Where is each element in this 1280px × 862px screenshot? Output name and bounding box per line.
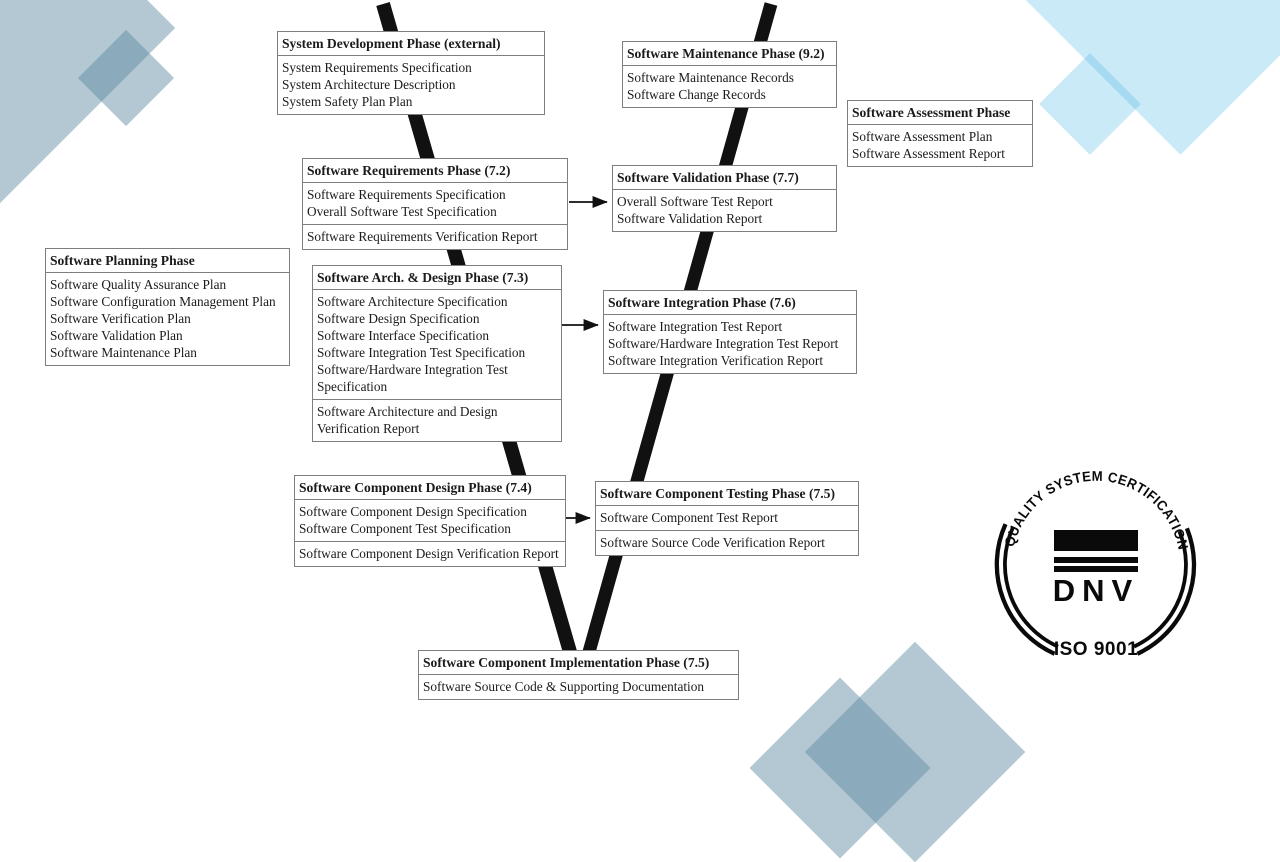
deliverable-item: System Safety Plan Plan	[282, 94, 413, 109]
phase-box-software-maintenance: Software Maintenance Phase (9.2) Softwar…	[622, 41, 837, 108]
phase-box-title: Software Planning Phase	[46, 249, 289, 273]
phase-box-title: Software Component Implementation Phase …	[419, 651, 738, 675]
phase-box-software-validation: Software Validation Phase (7.7) Overall …	[612, 165, 837, 232]
phase-box-title: Software Arch. & Design Phase (7.3)	[313, 266, 561, 290]
phase-box-title: Software Validation Phase (7.7)	[613, 166, 836, 190]
phase-box-section: Software Component Design Specification …	[295, 500, 565, 541]
phase-box-software-component-implementation: Software Component Implementation Phase …	[418, 650, 739, 700]
phase-box-software-component-design: Software Component Design Phase (7.4) So…	[294, 475, 566, 567]
deliverable-item: Software Source Code & Supporting Docume…	[423, 679, 705, 694]
deliverable-item: Software/Hardware Integration Test Repor…	[608, 336, 839, 351]
iso-9001-text: ISO 9001	[1054, 639, 1138, 660]
deliverable-item: Software/Hardware Integration Test Speci…	[317, 362, 508, 394]
badge-rings	[994, 523, 1197, 656]
deliverable-item: Software Requirements Specification	[307, 187, 506, 202]
phase-box-software-planning: Software Planning Phase Software Quality…	[45, 248, 290, 366]
phase-box-software-requirements: Software Requirements Phase (7.2) Softwa…	[302, 158, 568, 250]
dnv-iso9001-badge: QUALITY SYSTEM CERTIFICATION DNV ISO 900…	[994, 468, 1197, 660]
phase-box-section: Software Requirements Verification Repor…	[303, 224, 567, 249]
deliverable-item: Software Component Test Report	[600, 510, 778, 525]
phase-box-section: Software Source Code Verification Report	[596, 530, 858, 555]
deliverable-item: Software Validation Report	[617, 211, 763, 226]
deliverable-item: Overall Software Test Specification	[307, 204, 497, 219]
deliverable-item: Software Verification Plan	[50, 311, 191, 326]
phase-box-software-component-testing: Software Component Testing Phase (7.5) S…	[595, 481, 859, 556]
phase-box-title: Software Component Design Phase (7.4)	[295, 476, 565, 500]
deliverable-item: Software Configuration Management Plan	[50, 294, 276, 309]
deliverable-item: Software Component Design Specification	[299, 504, 527, 519]
deliverable-item: Software Quality Assurance Plan	[50, 277, 227, 292]
deliverable-item: Software Integration Test Specification	[317, 345, 526, 360]
deliverable-item: Software Maintenance Records	[627, 70, 794, 85]
deliverable-item: Software Assessment Plan	[852, 129, 993, 144]
deliverable-item: Software Change Records	[627, 87, 766, 102]
deliverable-item: Software Architecture and Design Verific…	[317, 404, 498, 436]
phase-box-section: Software Component Test Report	[596, 506, 858, 530]
deliverable-item: Software Source Code Verification Report	[600, 535, 826, 550]
phase-box-section: Software Maintenance Records Software Ch…	[623, 66, 836, 107]
deliverable-item: Software Component Test Specification	[299, 521, 511, 536]
deliverable-item: Software Integration Test Report	[608, 319, 783, 334]
dnv-brand-text: DNV	[1053, 573, 1139, 608]
dnv-logo-mark	[1054, 530, 1138, 572]
phase-box-title: Software Requirements Phase (7.2)	[303, 159, 567, 183]
deliverable-item: Software Assessment Report	[852, 146, 1005, 161]
deliverable-item: Software Integration Verification Report	[608, 353, 824, 368]
deliverable-item: Software Design Specification	[317, 311, 480, 326]
deliverable-item: Software Architecture Specification	[317, 294, 508, 309]
phase-box-title: Software Component Testing Phase (7.5)	[596, 482, 858, 506]
phase-box-section: Software Requirements Specification Over…	[303, 183, 567, 224]
phase-box-section: Software Assessment Plan Software Assess…	[848, 125, 1032, 166]
phase-box-system-development: System Development Phase (external) Syst…	[277, 31, 545, 115]
deliverable-item: System Architecture Description	[282, 77, 456, 92]
phase-box-software-integration: Software Integration Phase (7.6) Softwar…	[603, 290, 857, 374]
phase-box-section: Software Integration Test Report Softwar…	[604, 315, 856, 373]
deliverable-item: Software Validation Plan	[50, 328, 183, 343]
deliverable-item: Overall Software Test Report	[617, 194, 773, 209]
phase-box-section: Overall Software Test Report Software Va…	[613, 190, 836, 231]
phase-box-section: Software Component Design Verification R…	[295, 541, 565, 566]
phase-box-section: Software Quality Assurance Plan Software…	[46, 273, 289, 365]
phase-box-software-arch-design: Software Arch. & Design Phase (7.3) Soft…	[312, 265, 562, 442]
deliverable-item: Software Requirements Verification Repor…	[307, 229, 538, 244]
deliverable-item: System Requirements Specification	[282, 60, 472, 75]
phase-box-section: Software Architecture and Design Verific…	[313, 399, 561, 441]
phase-box-section: Software Architecture Specification Soft…	[313, 290, 561, 399]
deliverable-item: Software Interface Specification	[317, 328, 490, 343]
phase-box-section: System Requirements Specification System…	[278, 56, 544, 114]
phase-box-software-assessment: Software Assessment Phase Software Asses…	[847, 100, 1033, 167]
phase-box-title: System Development Phase (external)	[278, 32, 544, 56]
phase-box-section: Software Source Code & Supporting Docume…	[419, 675, 738, 699]
deliverable-item: Software Component Design Verification R…	[299, 546, 559, 561]
phase-box-title: Software Assessment Phase	[848, 101, 1032, 125]
phase-box-title: Software Maintenance Phase (9.2)	[623, 42, 836, 66]
phase-box-title: Software Integration Phase (7.6)	[604, 291, 856, 315]
deliverable-item: Software Maintenance Plan	[50, 345, 197, 360]
